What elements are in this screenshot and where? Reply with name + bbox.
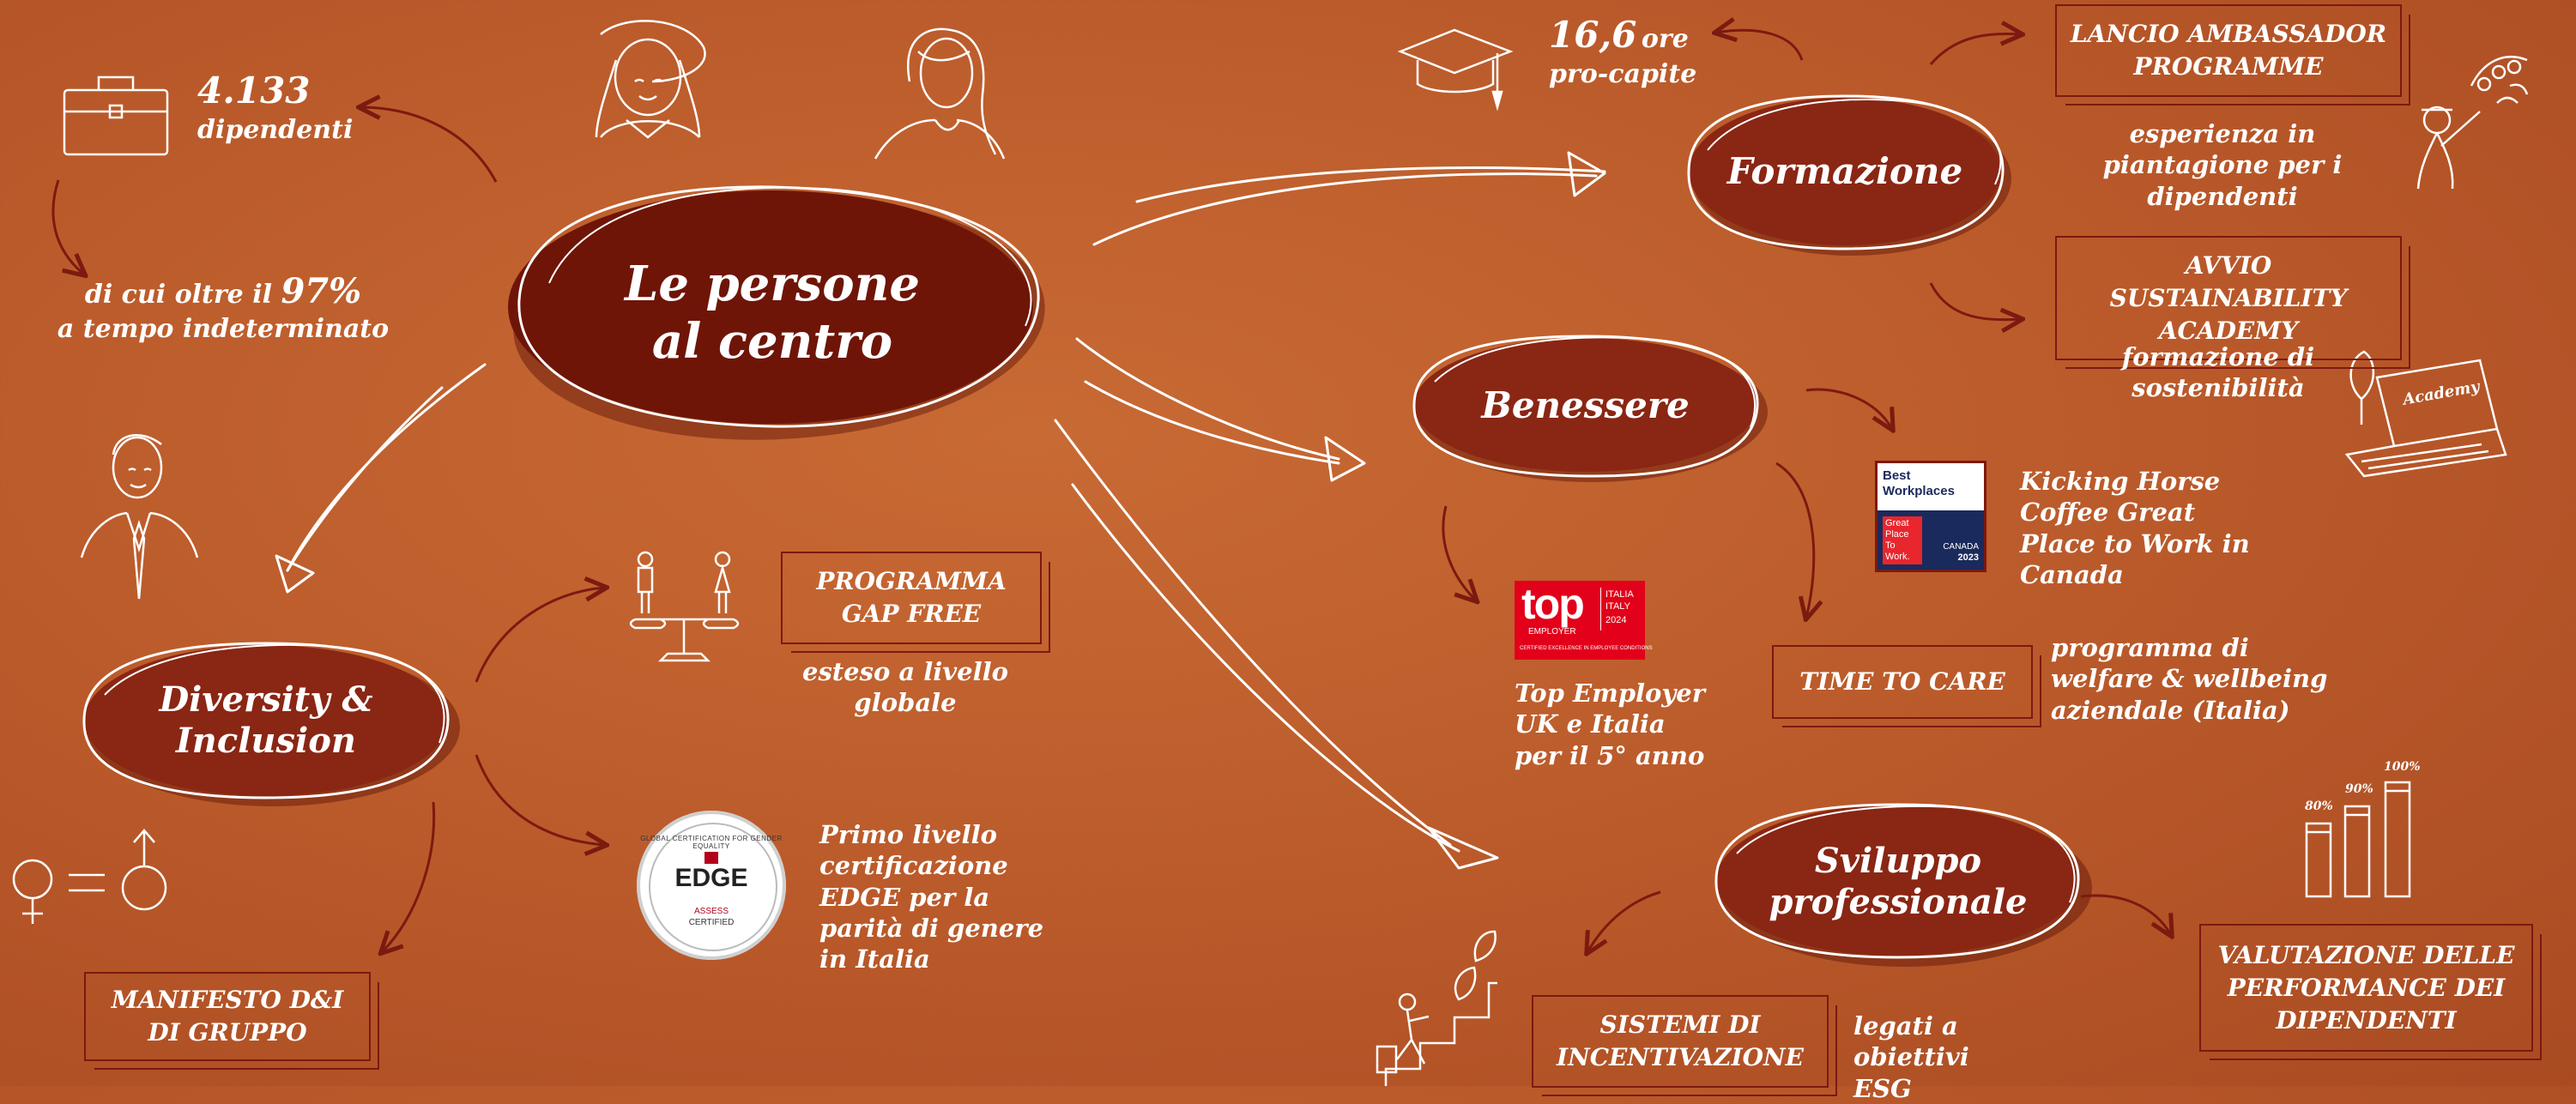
time-to-care-box: TIME TO CARE — [1772, 645, 2041, 727]
center-node — [508, 185, 1045, 440]
top-employer-logo: top EMPLOYER ITALIA ITALY 2024 CERTIFIED… — [1515, 580, 1653, 660]
performance-review-box: VALUTAZIONE DELLE PERFORMANCE DEI DIPEND… — [2199, 924, 2542, 1061]
academy-desc: formazione di sostenibilità — [2121, 342, 2315, 403]
edge-desc: Primo livello certificazione EDGE per la… — [819, 819, 1077, 974]
hours-unit: ore — [1641, 24, 1689, 54]
manifesto-box: MANIFESTO D&I DI GRUPPO — [84, 972, 379, 1070]
main-arrowheads — [275, 151, 1606, 870]
bw-line1: Best — [1883, 468, 1911, 483]
edge-brand: EDGE — [674, 864, 748, 892]
training-hours-stat: 16,6 ore pro-capite — [1549, 13, 1696, 90]
briefcase-icon — [63, 75, 169, 156]
top-country1: ITALIA — [1605, 589, 1634, 600]
scale-equality-icon — [629, 551, 740, 662]
kicking-horse-label: Kicking Horse Coffee Great Place to Work… — [2020, 467, 2250, 589]
top-tagline: CERTIFIED EXCELLENCE IN EMPLOYEE CONDITI… — [1520, 646, 1653, 651]
permanent-line: di cui oltre il 97% — [51, 270, 395, 313]
benessere-node — [1412, 335, 1768, 482]
incentive-desc: legati a obiettivi ESG — [1853, 1010, 2025, 1104]
hours-number: 16,6 — [1549, 14, 1637, 56]
permanent-suffix: a tempo indeterminato — [57, 314, 390, 344]
gap-free-desc: esteso a livello globale — [798, 656, 1013, 719]
edge-level1: ASSESS — [693, 907, 729, 916]
edge-desc-text: Primo livello certificazione EDGE per la… — [819, 820, 1044, 974]
secondary-connectors — [51, 30, 2171, 952]
hours-label: pro-capite — [1549, 58, 1697, 89]
permanent-pct: 97% — [281, 271, 362, 311]
center-title: Le persone al centro — [592, 249, 952, 377]
gender-symbols-icon — [12, 829, 167, 924]
employees-label: dipendenti — [197, 114, 354, 145]
top-country2: ITALY — [1605, 601, 1630, 612]
incentive-systems-box: SISTEMI DI INCENTIVAZIONE — [1532, 995, 1837, 1096]
bw-line2: Workplaces — [1883, 484, 1955, 498]
graduation-cap-icon — [1397, 28, 1514, 112]
bw-gp3: To — [1885, 540, 1896, 551]
top-employer-text: Top Employer UK e Italia per il 5° anno — [1515, 678, 1712, 771]
bw-country: CANADA — [1943, 542, 1979, 552]
edge-level2: CERTIFIED — [688, 918, 735, 927]
woman-veil-icon — [595, 20, 706, 139]
gap-free-box: PROGRAMMA GAP FREE — [781, 552, 1050, 653]
ambassador-desc: esperienza in piantagione per i dipenden… — [2102, 119, 2343, 211]
edge-ring-text: GLOBAL CERTIFICATION FOR GENDER EQUALITY — [640, 835, 783, 850]
woman-portrait-icon — [874, 27, 1006, 160]
employees-stat: 4.133 dipendenti — [197, 69, 353, 146]
employees-number: 4.133 — [197, 69, 311, 112]
kicking-horse-text: Kicking Horse Coffee Great Place to Work… — [2020, 466, 2269, 590]
permanent-stat: di cui oltre il 97% a tempo indeterminat… — [51, 270, 395, 346]
time-to-care-desc: programma di welfare & wellbeing azienda… — [2051, 632, 2360, 726]
laptop-academy-icon — [2344, 350, 2507, 478]
top-brand: top — [1521, 580, 1585, 628]
hours-line: 16,6 ore — [1549, 13, 1696, 58]
sviluppo-title: Sviluppo professionale — [1735, 830, 2061, 933]
bar-chart-icon — [2305, 781, 2411, 898]
formazione-node — [1687, 94, 2011, 256]
permanent-prefix: di cui oltre il — [84, 280, 272, 310]
stairs-figure-icon — [1376, 930, 1497, 1086]
coffee-picker-icon — [2416, 56, 2529, 190]
edge-certification-logo: GLOBAL CERTIFICATION FOR GENDER EQUALITY… — [637, 811, 786, 960]
center-title-text: Le persone al centro — [624, 255, 920, 370]
chart-label-2: 90% — [2345, 782, 2373, 796]
chart-label-3: 100% — [2384, 760, 2421, 774]
bw-year: 2023 — [1957, 552, 1979, 563]
diversity-node — [82, 642, 460, 806]
time-to-care-desc-text: programma di welfare & wellbeing azienda… — [2051, 633, 2328, 725]
main-connectors — [286, 166, 1606, 853]
businessman-icon — [80, 434, 199, 600]
bw-gp1: Great — [1885, 518, 1909, 528]
sviluppo-title-text: Sviluppo professionale — [1769, 841, 2028, 922]
chart-label-1: 80% — [2305, 799, 2333, 813]
best-workplaces-logo: Best Workplaces Great Place To Work. CAN… — [1878, 463, 1984, 570]
diversity-title-text: Diversity & Inclusion — [159, 679, 373, 761]
formazione-title: Formazione — [1726, 149, 1963, 192]
bw-gp4: Work. — [1885, 552, 1910, 562]
benessere-title: Benessere — [1481, 383, 1690, 426]
bw-gp2: Place — [1885, 529, 1909, 540]
sviluppo-node — [1714, 803, 2092, 967]
top-sub: EMPLOYER — [1528, 627, 1576, 636]
diversity-title: Diversity & Inclusion — [103, 669, 429, 772]
gap-free-desc-text: esteso a livello globale — [802, 657, 1008, 718]
ambassador-programme-box: LANCIO AMBASSADOR PROGRAMME — [2055, 4, 2410, 106]
incentive-desc-text: legati a obiettivi ESG — [1853, 1011, 1969, 1103]
top-employer-label: Top Employer UK e Italia per il 5° anno — [1515, 679, 1705, 770]
top-year: 2024 — [1605, 615, 1627, 625]
